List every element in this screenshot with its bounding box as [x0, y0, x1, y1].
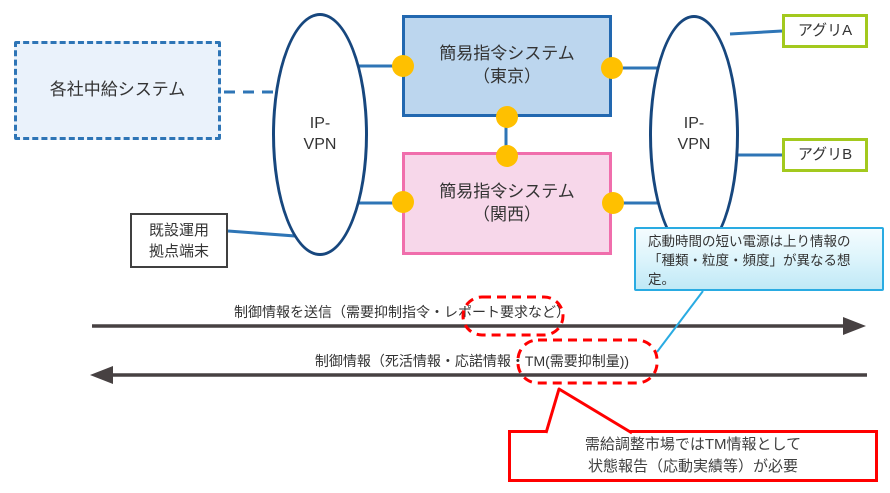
flow-label-return: 制御情報（死活情報・応諾情報・TM(需要抑制量)) [314, 353, 630, 369]
ipvpn-left-label-line2: VPN [303, 135, 337, 153]
tokyo-label-line2: （東京） [473, 67, 541, 86]
arrow-right-head-icon [843, 317, 866, 335]
node-ipvpn-left: IP- VPN [272, 13, 368, 256]
node-ipvpn-right: IP- VPN [649, 15, 739, 255]
agri-a-label: アグリA [797, 21, 853, 39]
agri-b-label: アグリB [797, 145, 853, 163]
cyan-note-text: 応動時間の短い電源は上り情報の「種類・粒度・頻度」が異なる想定。 [648, 234, 851, 288]
node-command-system-tokyo: 簡易指令システム （東京） [402, 15, 612, 117]
cyan-note-callout: 応動時間の短い電源は上り情報の「種類・粒度・頻度」が異なる想定。 [634, 227, 884, 291]
red-note-callout: 需給調整市場ではTM情報として 状態報告（応動実績等）が必要 [508, 430, 878, 482]
node-chukyu-label: 各社中給システム [49, 80, 186, 100]
ipvpn-right-label-line2: VPN [677, 136, 711, 153]
node-agri-a: アグリA [782, 14, 868, 48]
kansai-label-line1: 簡易指令システム [439, 181, 575, 201]
connector-vpnright-agria [729, 29, 783, 36]
tokyo-label-line1: 簡易指令システム [439, 44, 575, 64]
cyan-callout-tail [656, 290, 704, 353]
red-callout-pointer [544, 387, 633, 435]
connection-dot-tokyo-left [392, 55, 414, 77]
ipvpn-right-label-line1: IP- [683, 115, 705, 133]
node-existing-terminal: 既設運用 拠点端末 [130, 213, 228, 268]
kisetsu-label-line2: 拠点端末 [148, 242, 209, 260]
node-agri-b: アグリB [782, 138, 868, 172]
node-chukyu-system: 各社中給システム [14, 41, 221, 140]
node-command-system-kansai: 簡易指令システム （関西） [402, 152, 612, 255]
ipvpn-left-label-line1: IP- [309, 114, 331, 132]
red-note-line1: 需給調整市場ではTM情報として [584, 435, 802, 453]
connection-dot-kansai-top [496, 145, 518, 167]
connection-dot-kansai-left [392, 191, 414, 213]
arrow-left-head-icon [90, 366, 113, 384]
red-note-line2: 状態報告（応動実績等）が必要 [587, 458, 798, 475]
flow-label-send: 制御情報を送信（需要抑制指令・レポート要求など） [234, 304, 570, 320]
connection-dot-tokyo-bottom [496, 106, 518, 128]
connection-dot-tokyo-right [601, 57, 623, 79]
kansai-label-line2: （関西） [473, 204, 541, 224]
kisetsu-label-line1: 既設運用 [148, 221, 209, 239]
connection-dot-kansai-right [602, 192, 624, 214]
